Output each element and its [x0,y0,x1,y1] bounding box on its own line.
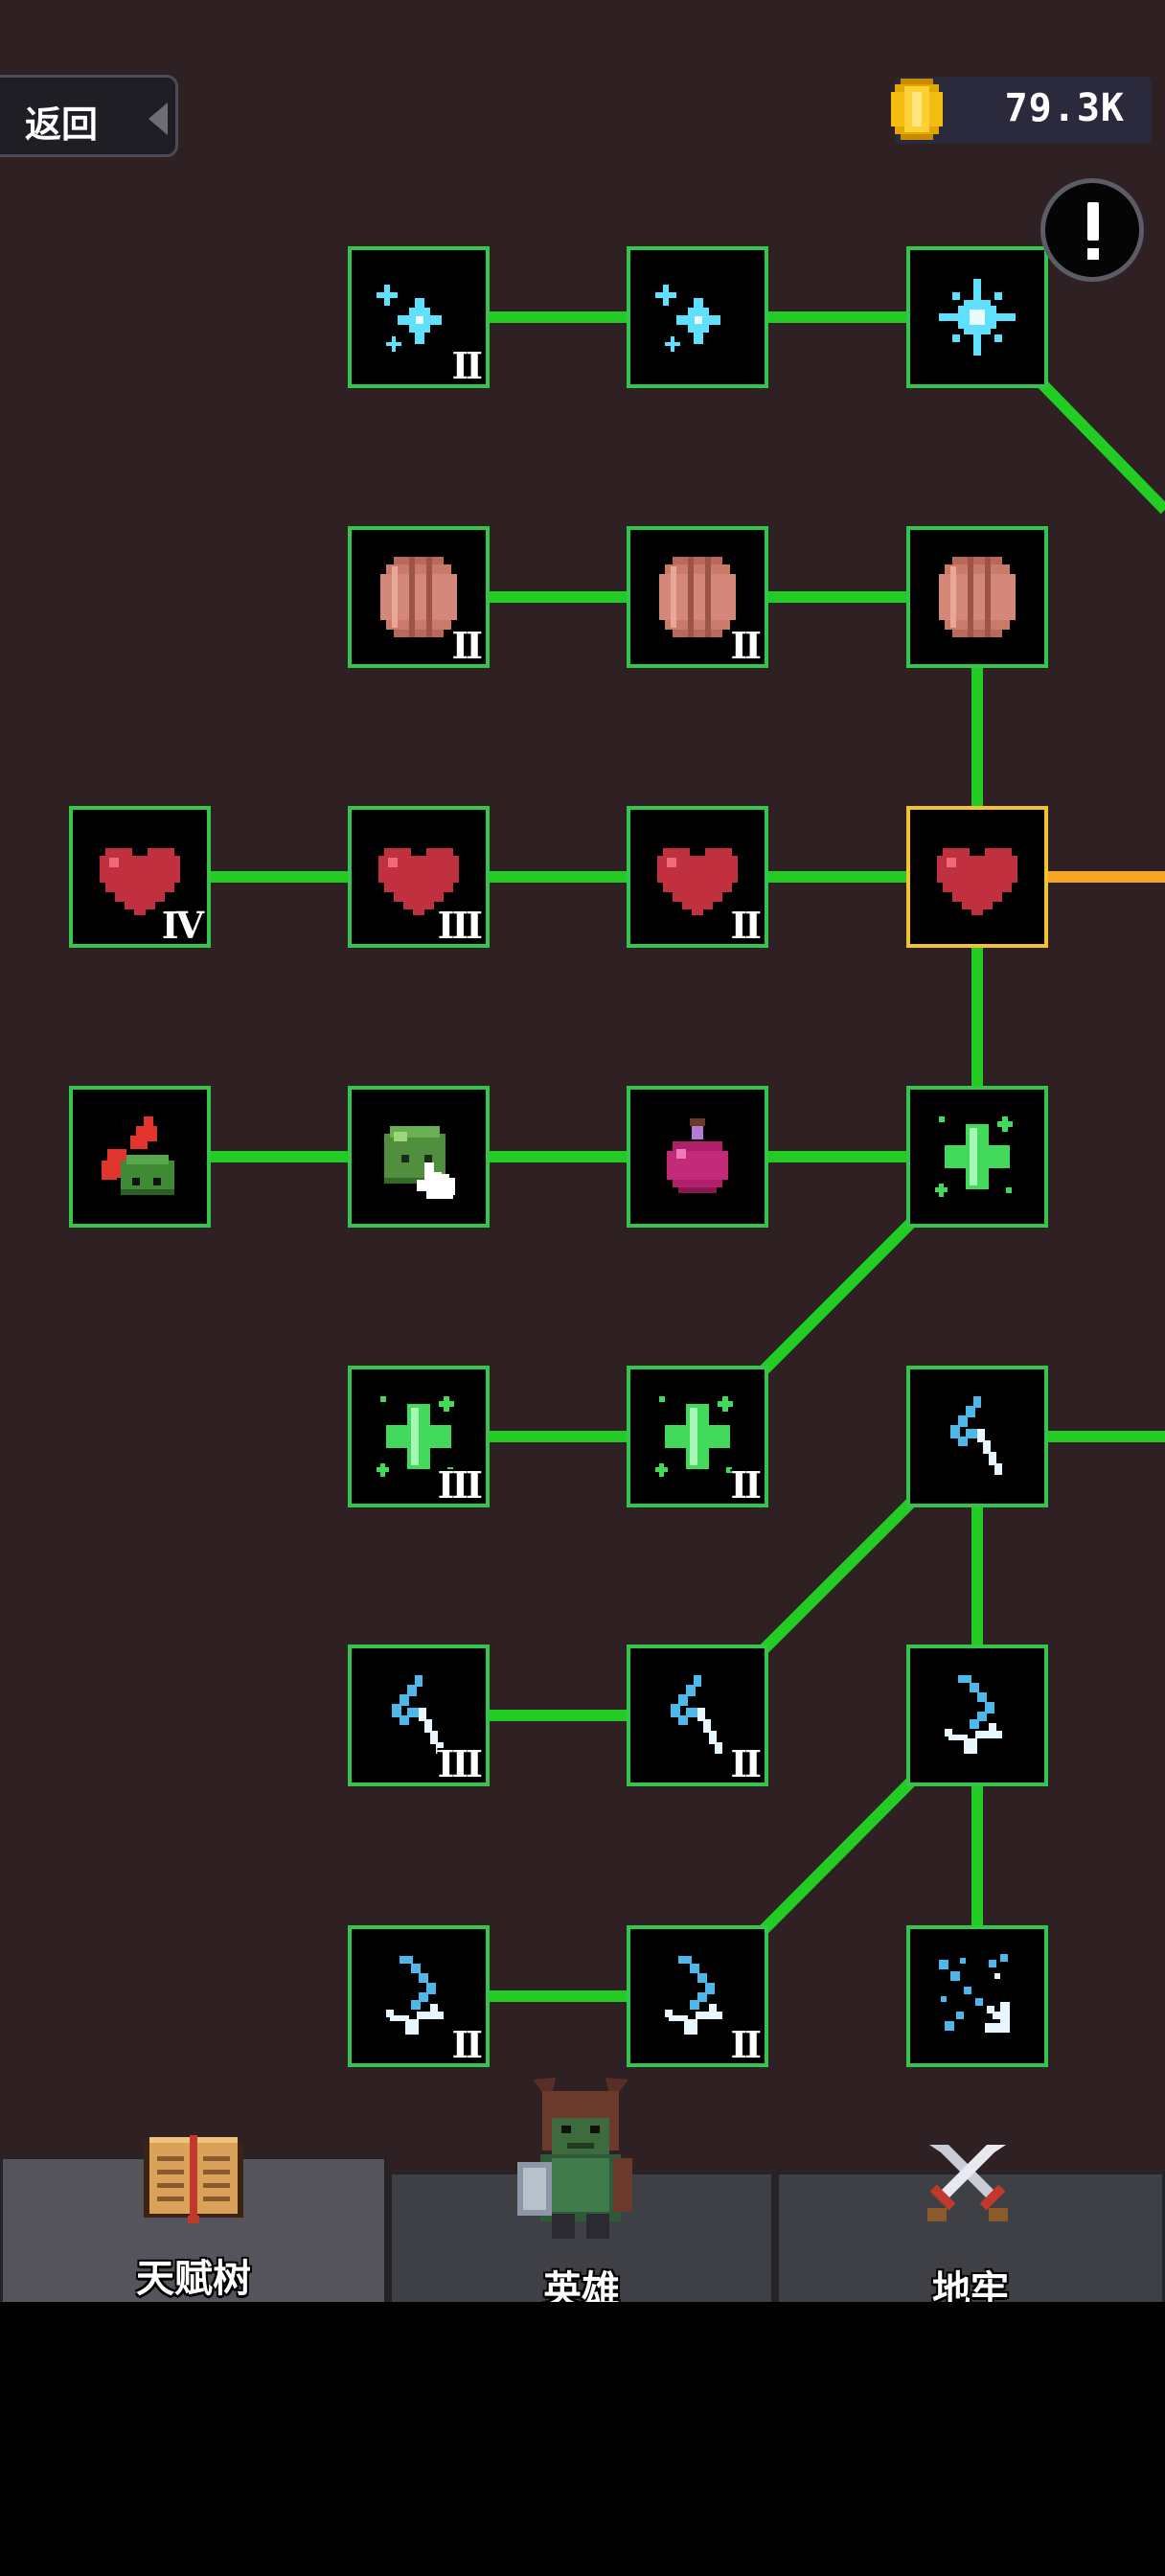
exclamation-icon [1087,202,1099,241]
talent-level: II [451,624,483,667]
talent-node-potion[interactable] [627,1086,768,1228]
crossed-swords-icon [927,2145,1008,2221]
talent-node-slime-tap[interactable] [348,1086,490,1228]
talent-node-bolt-1[interactable] [906,1366,1048,1507]
talent-level: II [730,904,762,947]
talent-node-sparkle-a2[interactable]: II [348,246,490,388]
back-button[interactable]: 返回 [0,75,178,157]
heart-icon [937,848,1017,915]
back-label: 返回 [25,104,99,146]
heal-cross-icon [377,1396,454,1477]
chain-bolt-icon [665,1956,722,2035]
coin-value: 79.3K [1004,86,1125,130]
talent-node-heart-1[interactable] [906,806,1048,948]
hero-icon [517,2078,632,2239]
info-button[interactable] [1040,178,1144,282]
talent-node-barrel-1[interactable] [906,526,1048,668]
back-arrow-icon [148,103,168,135]
heal-cross-icon [935,1116,1013,1197]
lightning-icon [671,1675,722,1754]
barrel-icon [380,557,457,637]
chain-bolt-icon [945,1675,1002,1754]
lightning-icon [950,1396,1002,1475]
slime-fire-icon [102,1116,174,1195]
talent-level: II [730,2023,762,2066]
starburst-icon [939,279,1016,356]
talent-node-heal-2[interactable]: II [627,1366,768,1507]
book-icon [144,2135,243,2223]
talent-node-bolt-2[interactable]: II [627,1644,768,1786]
shatter-icon [939,1954,1010,2033]
talent-level: II [730,1742,762,1785]
talent-level: II [730,624,762,667]
talent-node-barrel-2a[interactable]: II [348,526,490,668]
talent-node-sparkle-a1[interactable] [627,246,768,388]
talent-node-barrel-2b[interactable]: II [627,526,768,668]
talent-node-chain-2b[interactable]: II [627,1925,768,2067]
heal-cross-icon [655,1396,733,1477]
talent-level: II [451,2023,483,2066]
talent-node-heal-1[interactable] [906,1086,1048,1228]
gold-coin-icon [891,79,943,140]
talent-node-bolt-3[interactable]: III [348,1644,490,1786]
talent-node-heart-3[interactable]: III [348,806,490,948]
lightning-icon [392,1675,444,1754]
sparkles-icon [377,285,442,352]
slime-tap-icon [384,1126,455,1199]
sparkles-icon [655,285,720,352]
talent-node-shatter[interactable] [906,1925,1048,2067]
heart-icon [657,848,738,915]
talent-level: IV [161,904,204,947]
talent-node-slime-fire[interactable] [69,1086,211,1228]
tab-dungeon-label: 地牢 [932,2268,1009,2302]
talent-node-heart-2[interactable]: II [627,806,768,948]
heart-icon [378,848,459,915]
talent-level: II [451,344,483,387]
talent-level: II [730,1463,762,1506]
tab-talent-tree-label: 天赋树 [136,2257,251,2301]
tab-hero-label: 英雄 [543,2268,620,2302]
talent-node-heart-4[interactable]: IV [69,806,211,948]
game-screen: II II II [0,0,1165,2302]
potion-icon [667,1118,728,1193]
talent-node-chain-1[interactable] [906,1644,1048,1786]
heart-icon [100,848,180,915]
barrel-icon [659,557,736,637]
chain-bolt-icon [386,1956,444,2035]
talent-level: III [437,1463,483,1506]
talent-level: III [437,904,483,947]
talent-node-sparkle-b[interactable] [906,246,1048,388]
talent-level: III [437,1742,483,1785]
barrel-icon [939,557,1016,637]
bottom-nav: 天赋树 英雄 地牢 [0,2070,1165,2302]
talent-node-chain-2a[interactable]: II [348,1925,490,2067]
talent-node-heal-3[interactable]: III [348,1366,490,1507]
